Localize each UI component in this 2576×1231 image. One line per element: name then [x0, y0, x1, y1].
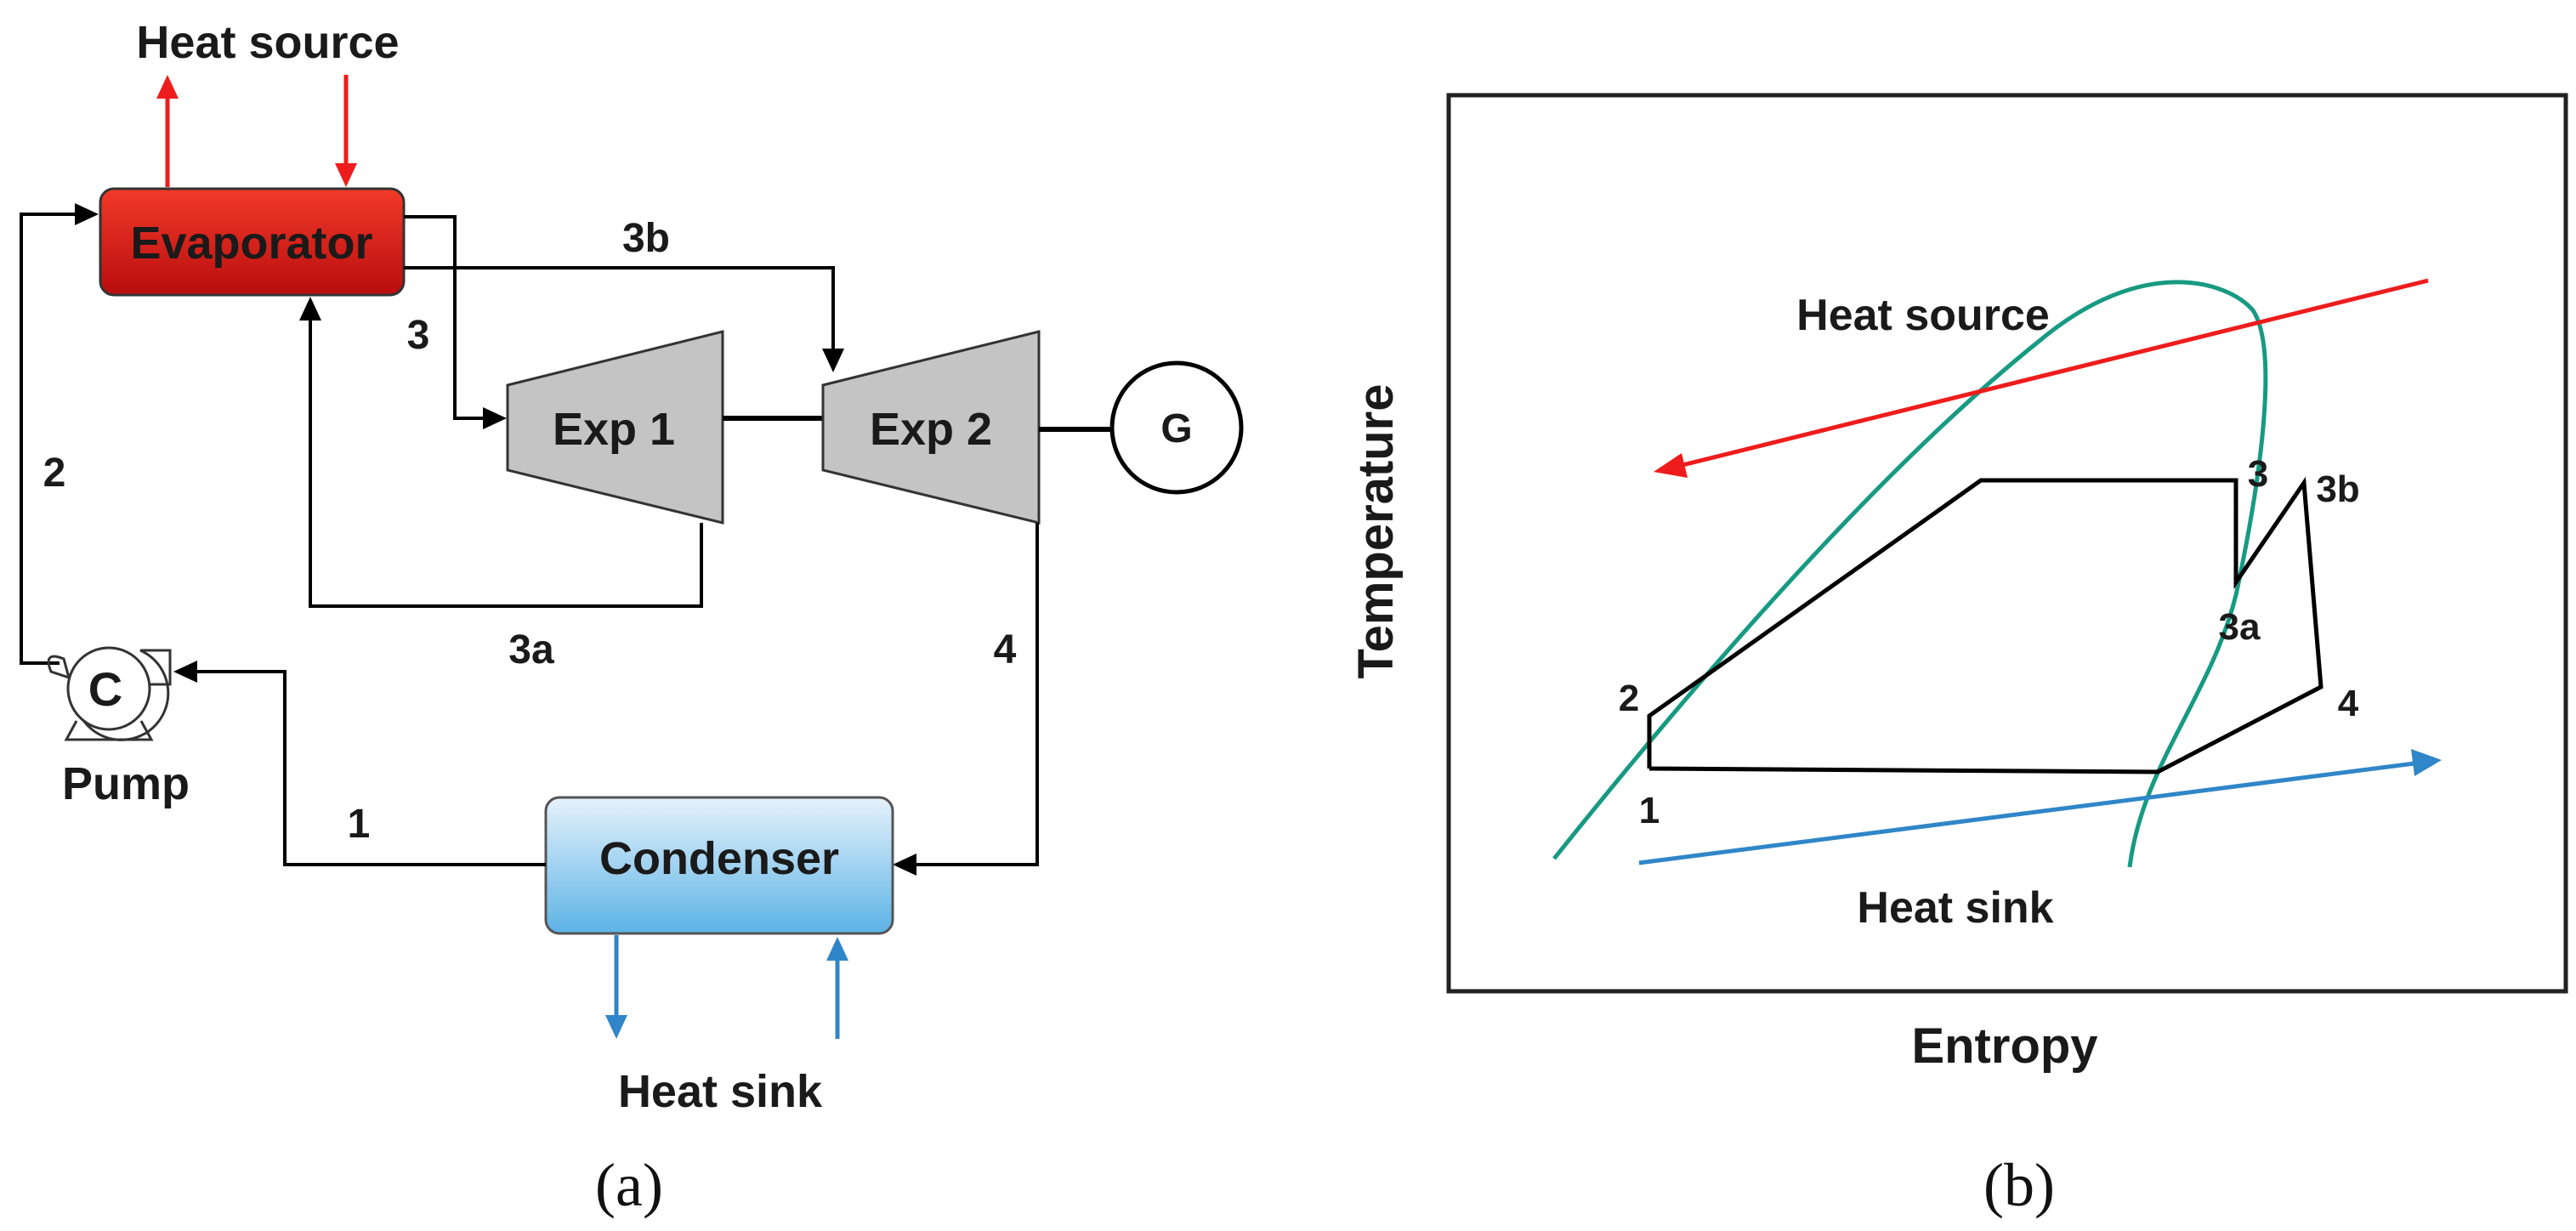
- heat-source-line: [1654, 278, 2429, 478]
- evaporator-label: Evaporator: [130, 218, 372, 269]
- heat-sink-label: Heat sink: [618, 1066, 823, 1117]
- ts-state-3b-label: 3b: [2316, 468, 2359, 510]
- heat-source-label: Heat source: [136, 17, 399, 68]
- ts-heat-source-label: Heat source: [1796, 291, 2050, 340]
- state-4-label: 4: [994, 627, 1017, 672]
- state-2-label: 2: [43, 451, 66, 496]
- generator-label: G: [1160, 406, 1192, 451]
- heat-sink-line: [1638, 749, 2442, 865]
- caption-a: (a): [595, 1151, 663, 1219]
- flow-line-1: [173, 661, 546, 866]
- flow-line-2: [20, 203, 99, 665]
- heat-source-in-arrow: [335, 75, 357, 187]
- panel-a-schematic: Heat source Evaporator 2 3: [20, 17, 1244, 1219]
- ts-state-3-label: 3: [2248, 453, 2268, 495]
- flow-line-4: [893, 523, 1039, 876]
- exp1-label: Exp 1: [553, 404, 675, 455]
- flow-line-3a: [299, 297, 703, 608]
- pump-symbol: C: [88, 662, 122, 716]
- pump-label: Pump: [62, 758, 190, 809]
- flow-line-3: [404, 215, 507, 429]
- ts-heat-sink-label: Heat sink: [1857, 883, 2053, 933]
- heat-source-out-arrow: [156, 75, 179, 187]
- state-3b-label: 3b: [622, 216, 670, 261]
- x-axis-label: Entropy: [1911, 1018, 2097, 1074]
- ts-diagram-frame: [1446, 93, 2568, 994]
- condenser: Condenser: [544, 796, 894, 935]
- caption-b: (b): [1983, 1151, 2055, 1219]
- saturation-dome: [1552, 280, 2268, 868]
- ts-state-4-label: 4: [2338, 683, 2359, 724]
- generator: G: [1109, 360, 1244, 495]
- ts-state-2-label: 2: [1619, 678, 1639, 719]
- condenser-label: Condenser: [599, 833, 839, 884]
- state-1-label: 1: [348, 802, 371, 847]
- cycle-path: [1647, 476, 2324, 774]
- evaporator: Evaporator: [99, 187, 406, 297]
- heat-sink-out-arrow: [605, 935, 627, 1039]
- pump: C: [47, 646, 172, 741]
- expander-2: Exp 2: [821, 330, 1041, 525]
- flow-line-3b: [404, 266, 844, 372]
- y-axis-label: Temperature: [1348, 383, 1404, 678]
- ts-state-1-label: 1: [1639, 790, 1660, 831]
- state-3a-label: 3a: [508, 627, 554, 672]
- ts-state-3a-label: 3a: [2219, 606, 2261, 648]
- expander-1: Exp 1: [506, 330, 724, 525]
- state-3-label: 3: [407, 313, 430, 358]
- panel-b-ts-diagram: Entropy Temperature Heat source Heat sin…: [1348, 93, 2568, 1219]
- heat-sink-in-arrow: [826, 937, 848, 1039]
- exp2-label: Exp 2: [870, 404, 992, 455]
